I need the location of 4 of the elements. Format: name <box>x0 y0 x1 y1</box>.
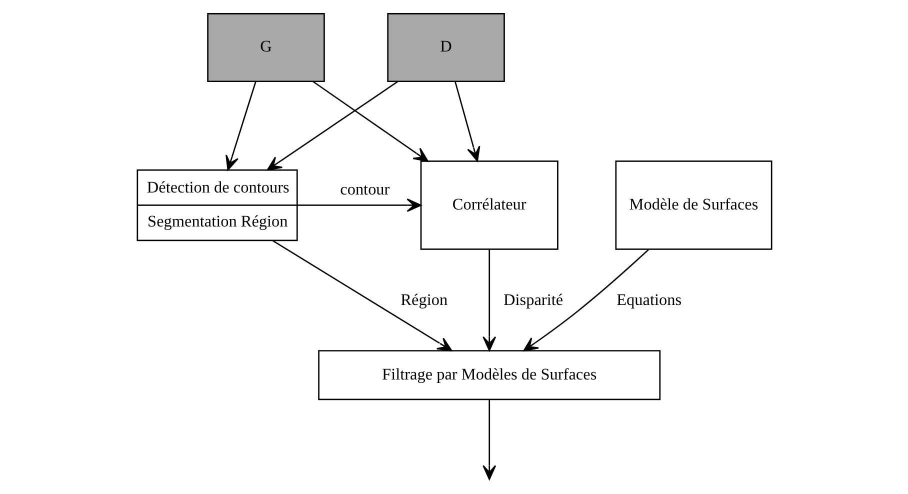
edge-label: Région <box>400 290 448 309</box>
edge-label: Equations <box>616 290 682 309</box>
edge-label: contour <box>340 180 390 199</box>
edge-label: Disparité <box>503 290 563 309</box>
